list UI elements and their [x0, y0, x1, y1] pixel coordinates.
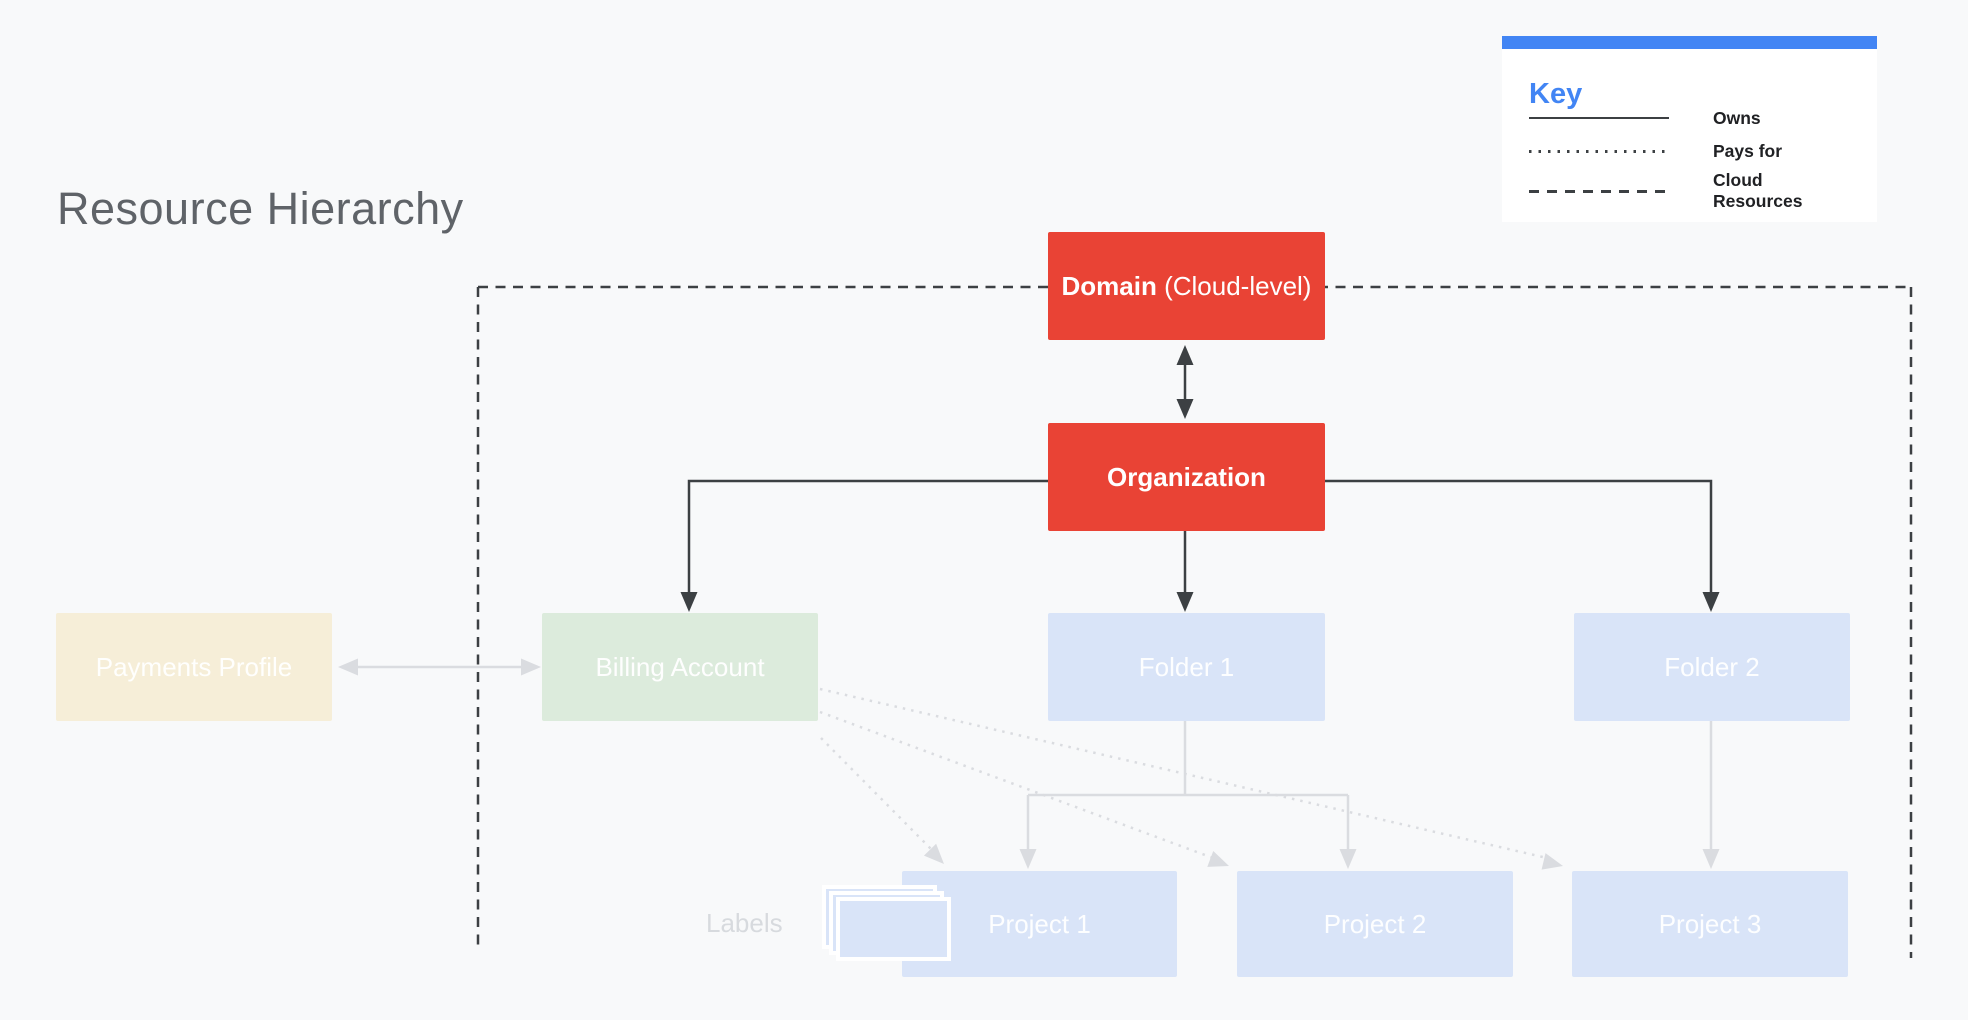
dotted-line-sample	[1529, 149, 1669, 153]
pays-for-connectors-billing-projects	[819, 687, 1548, 860]
domain-label-rest: (Cloud-level)	[1156, 270, 1312, 301]
dark-arrowheads	[680, 345, 1720, 612]
dark-owns-connectors	[687, 363, 1713, 593]
labels-caption: Labels	[706, 908, 783, 938]
key-entry-label: Pays for	[1713, 140, 1783, 161]
project3-node-label: Project 3	[1658, 908, 1762, 939]
labels-stack-icon	[822, 885, 963, 975]
project1-node-label: Project 1	[988, 908, 1091, 939]
project2-node-label: Project 2	[1323, 908, 1427, 939]
dashed-line-sample	[1529, 189, 1669, 193]
key-legend-panel: Key Owns Pays for Cloud Resources	[1502, 36, 1877, 222]
key-entry-owns: Owns	[1529, 107, 1831, 129]
light-arrowheads	[338, 658, 1720, 870]
billing-account-node: Billing Account	[542, 613, 818, 721]
owns-connectors-folders-projects	[1026, 721, 1713, 851]
key-entry-pays-for: Pays for	[1529, 140, 1831, 162]
domain-node: Domain (Cloud-level)	[1048, 232, 1325, 340]
domain-label-bold: Domain	[1061, 270, 1157, 301]
label-card-front	[836, 897, 951, 961]
billing-account-node-label: Billing Account	[595, 651, 765, 682]
folder2-node-label: Folder 2	[1664, 651, 1760, 682]
domain-node-label: Domain (Cloud-level)	[1062, 271, 1312, 302]
organization-node-label: Organization	[1107, 461, 1266, 492]
key-entry-cloud-resources: Cloud Resources	[1529, 167, 1831, 215]
solid-line-sample	[1529, 116, 1669, 120]
key-accent-bar	[1502, 36, 1877, 49]
project3-node: Project 3	[1572, 871, 1848, 977]
folder2-node: Folder 2	[1574, 613, 1850, 721]
project2-node: Project 2	[1237, 871, 1513, 977]
page-title: Resource Hierarchy	[57, 183, 464, 234]
key-entry-label: Cloud Resources	[1713, 170, 1803, 211]
organization-node: Organization	[1048, 423, 1325, 531]
key-entry-label: Owns	[1713, 107, 1761, 128]
folder1-node: Folder 1	[1048, 613, 1325, 721]
folder1-node-label: Folder 1	[1138, 651, 1235, 682]
payments-profile-node: Payments Profile	[56, 613, 332, 721]
key-title: Key	[1529, 78, 1583, 110]
cloud-resources-boundary	[476, 285, 1913, 958]
payments-profile-node-label: Payments Profile	[95, 651, 293, 682]
